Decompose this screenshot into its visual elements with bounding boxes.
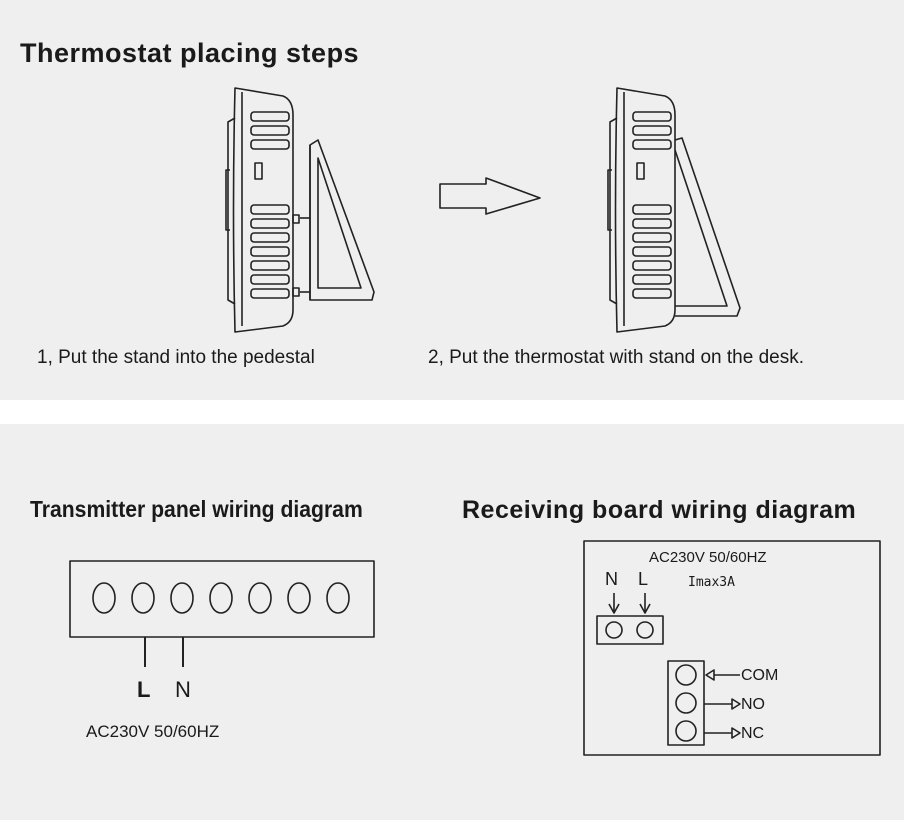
stand-1 [300,139,375,301]
placing-steps-panel [0,0,904,400]
receiver-current-label: Imax3A [688,575,735,590]
input-terminal-L [636,621,654,639]
relay-terminal-nc [675,720,697,742]
receiving-board [583,540,881,756]
com-arrow [705,669,740,681]
relay-terminal-com [675,664,697,686]
thermostat-side-view-1 [225,87,300,333]
transmitter-title: Transmitter panel wiring diagram [30,496,363,522]
receiver-input-N-label: N [605,569,618,589]
receiver-com-label: COM [741,667,779,684]
wiring-panel [0,424,904,820]
transmitter-power-label: AC230V 50/60HZ [86,722,220,741]
input-terminal-block [596,615,664,645]
receiver-no-label: NO [741,696,765,713]
placing-steps-title: Thermostat placing steps [20,38,360,68]
input-arrow-N [608,593,620,614]
transmitter-wire-L-label: L [137,677,151,702]
stand-2 [674,137,741,317]
no-arrow [704,698,741,710]
terminal-3 [170,582,194,614]
terminal-6 [287,582,311,614]
step-1-caption: 1, Put the stand into the pedestal [37,347,315,368]
receiver-nc-label: NC [741,725,765,742]
transmitter-wire-N-label: N [175,677,191,702]
receiving-title: Receiving board wiring diagram [462,496,857,524]
relay-terminal-no [675,692,697,714]
thermostat-side-view-2 [607,87,676,333]
terminal-1 [92,582,116,614]
step-2-caption: 2, Put the thermostat with stand on the … [428,347,804,368]
receiver-input-L-label: L [638,569,649,589]
nc-arrow [704,727,741,739]
relay-terminal-block [667,660,705,746]
transmitter-terminal-block [69,560,375,667]
terminal-5 [248,582,272,614]
direction-arrow [439,177,541,215]
terminal-2 [131,582,155,614]
receiver-power-label: AC230V 50/60HZ [649,549,767,566]
input-arrow-L [639,593,651,614]
section-divider [0,400,904,424]
terminal-4 [209,582,233,614]
terminal-7 [326,582,350,614]
input-terminal-N [605,621,623,639]
